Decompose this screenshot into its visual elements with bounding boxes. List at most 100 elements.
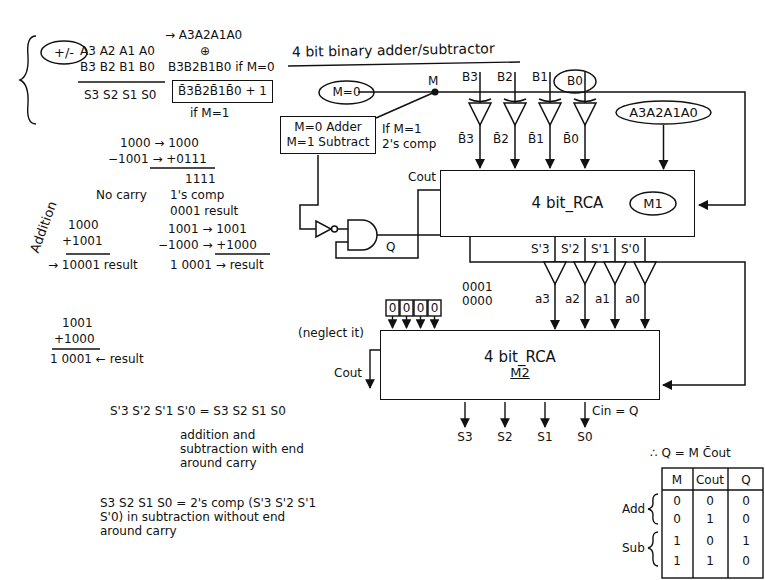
handwritten-note: 0000 (462, 294, 493, 308)
bit-value: 0 (403, 301, 411, 315)
notes-strokes (52, 348, 100, 349)
notes-strokes (20, 36, 36, 124)
carry-logic (338, 228, 348, 230)
m2-inputs-outputs (400, 300, 413, 316)
ellipse-outline (630, 192, 676, 215)
xor-gate-row-top (479, 125, 481, 168)
xor-gate-row-top (504, 103, 526, 125)
truth-table-grid (662, 468, 763, 578)
truth-table-grid (692, 468, 693, 578)
handwritten-note: −1000 → +1000 (158, 238, 257, 252)
xor-gate-row-top (469, 99, 491, 102)
mode-wire (300, 155, 318, 229)
xor-gate-row-bottom (544, 238, 656, 328)
handwritten-note: if M=1 (190, 106, 229, 120)
mode-box: M=0 Adder M=1 Subtract (280, 116, 376, 154)
table-cell: 1 (706, 554, 714, 568)
handwritten-note: No carry (96, 188, 147, 202)
table-cell: 1 (673, 554, 681, 568)
module-circle: M1 (629, 191, 677, 216)
xor-gate-row-bottom (644, 284, 646, 328)
handwritten-note: 2's comp (382, 137, 436, 151)
table-cell: 0 (673, 494, 681, 508)
signal-name: B3 (462, 70, 478, 84)
xor-gate-row-top (539, 99, 561, 102)
handwritten-note: 0001 (462, 280, 493, 294)
handwritten-note: addition and subtraction with end around… (180, 428, 315, 470)
input-circle: B0 (553, 69, 597, 94)
operand-oval: A3A2A1A0 (615, 100, 712, 125)
xor-gate-row-top (549, 125, 551, 168)
m2-inputs-outputs (544, 402, 545, 427)
notes-strokes (66, 253, 110, 254)
xor-gate-row-bottom (584, 238, 586, 262)
table-header: Cout (696, 473, 724, 487)
carry-logic (336, 190, 440, 258)
ellipse-outline (616, 101, 711, 124)
notes-strokes (150, 167, 215, 168)
signal-name: B̄3 (458, 132, 474, 146)
handwritten-note: → A3A2A1A0 (165, 28, 242, 42)
handwritten-note: 1 0001 ← result (50, 352, 144, 366)
signal-name: Cout (334, 366, 362, 380)
signal-name: a3 (535, 292, 550, 306)
signal-name: M (428, 74, 438, 88)
handwritten-note: 1001 (62, 316, 93, 330)
xor-gate-row-bottom (614, 238, 616, 262)
node-text: M1 (643, 196, 663, 211)
signal-name: B2 (497, 70, 513, 84)
handwritten-note: 1000 (68, 218, 99, 232)
adder-block: 4 bit_RCAM2 (380, 330, 660, 400)
table-cell: 0 (742, 512, 750, 526)
xor-gate-row-top (549, 72, 551, 103)
node-text: 4 bit_RCA (484, 350, 556, 365)
truth-table-grid (727, 468, 728, 578)
handwritten-note: S'3 S'2 S'1 S'0 = S3 S2 S1 S0 (110, 404, 286, 418)
table-cell: 1 (706, 512, 714, 526)
truth-table-grid (648, 532, 658, 566)
truth-table-grid (648, 468, 763, 578)
table-cell: 0 (673, 512, 681, 526)
node-text: B0 (567, 74, 583, 89)
notes-strokes (78, 81, 165, 82)
node-text: M=0 Adder M=1 Subtract (286, 120, 370, 150)
signal-name: a2 (565, 292, 580, 306)
xor-gate-row-top (584, 72, 586, 103)
junction-dot (432, 89, 439, 96)
truth-table-grid (648, 494, 658, 524)
xor-gate-row-bottom (604, 262, 626, 284)
signal-name: B1 (532, 70, 548, 84)
table-cell: 0 (742, 554, 750, 568)
handwritten-note: S3 S2 S1 S0 = 2's comp (S'3 S'2 S'1 S'0)… (100, 496, 330, 538)
node-text: +/- (54, 45, 74, 60)
table-header: Q (741, 473, 750, 487)
m2-inputs-outputs (386, 300, 399, 316)
signal-name: S2 (497, 430, 512, 444)
signal-name: S1 (537, 430, 552, 444)
table-cell: 0 (742, 494, 750, 508)
m2-inputs-outputs (428, 300, 441, 316)
adder-block: 4 bit_RCAM1 (440, 170, 695, 237)
handwritten-note: → 10001 result (48, 258, 138, 272)
xor-gate-row-top (469, 103, 491, 125)
m2-inputs-outputs (584, 402, 585, 427)
table-cell: 0 (706, 534, 714, 548)
xor-gate-row-top (514, 72, 516, 103)
table-row-label: Add (622, 502, 645, 516)
section-heading: Addition (28, 200, 60, 255)
signal-name: S0 (577, 430, 592, 444)
signal-name: B̄2 (493, 132, 509, 146)
diagram-title: 4 bit binary adder/subtractor (292, 40, 495, 60)
ellipse-outline (319, 81, 374, 104)
signal-name: B̄0 (563, 132, 579, 146)
table-cell: 1 (742, 534, 750, 548)
truth-table-grid (662, 489, 763, 490)
m2-inputs-outputs (504, 402, 505, 427)
mode-circle: M=0 (318, 80, 375, 105)
xor-gate-row-bottom (584, 284, 586, 328)
xor-gate-row-top (479, 72, 481, 103)
